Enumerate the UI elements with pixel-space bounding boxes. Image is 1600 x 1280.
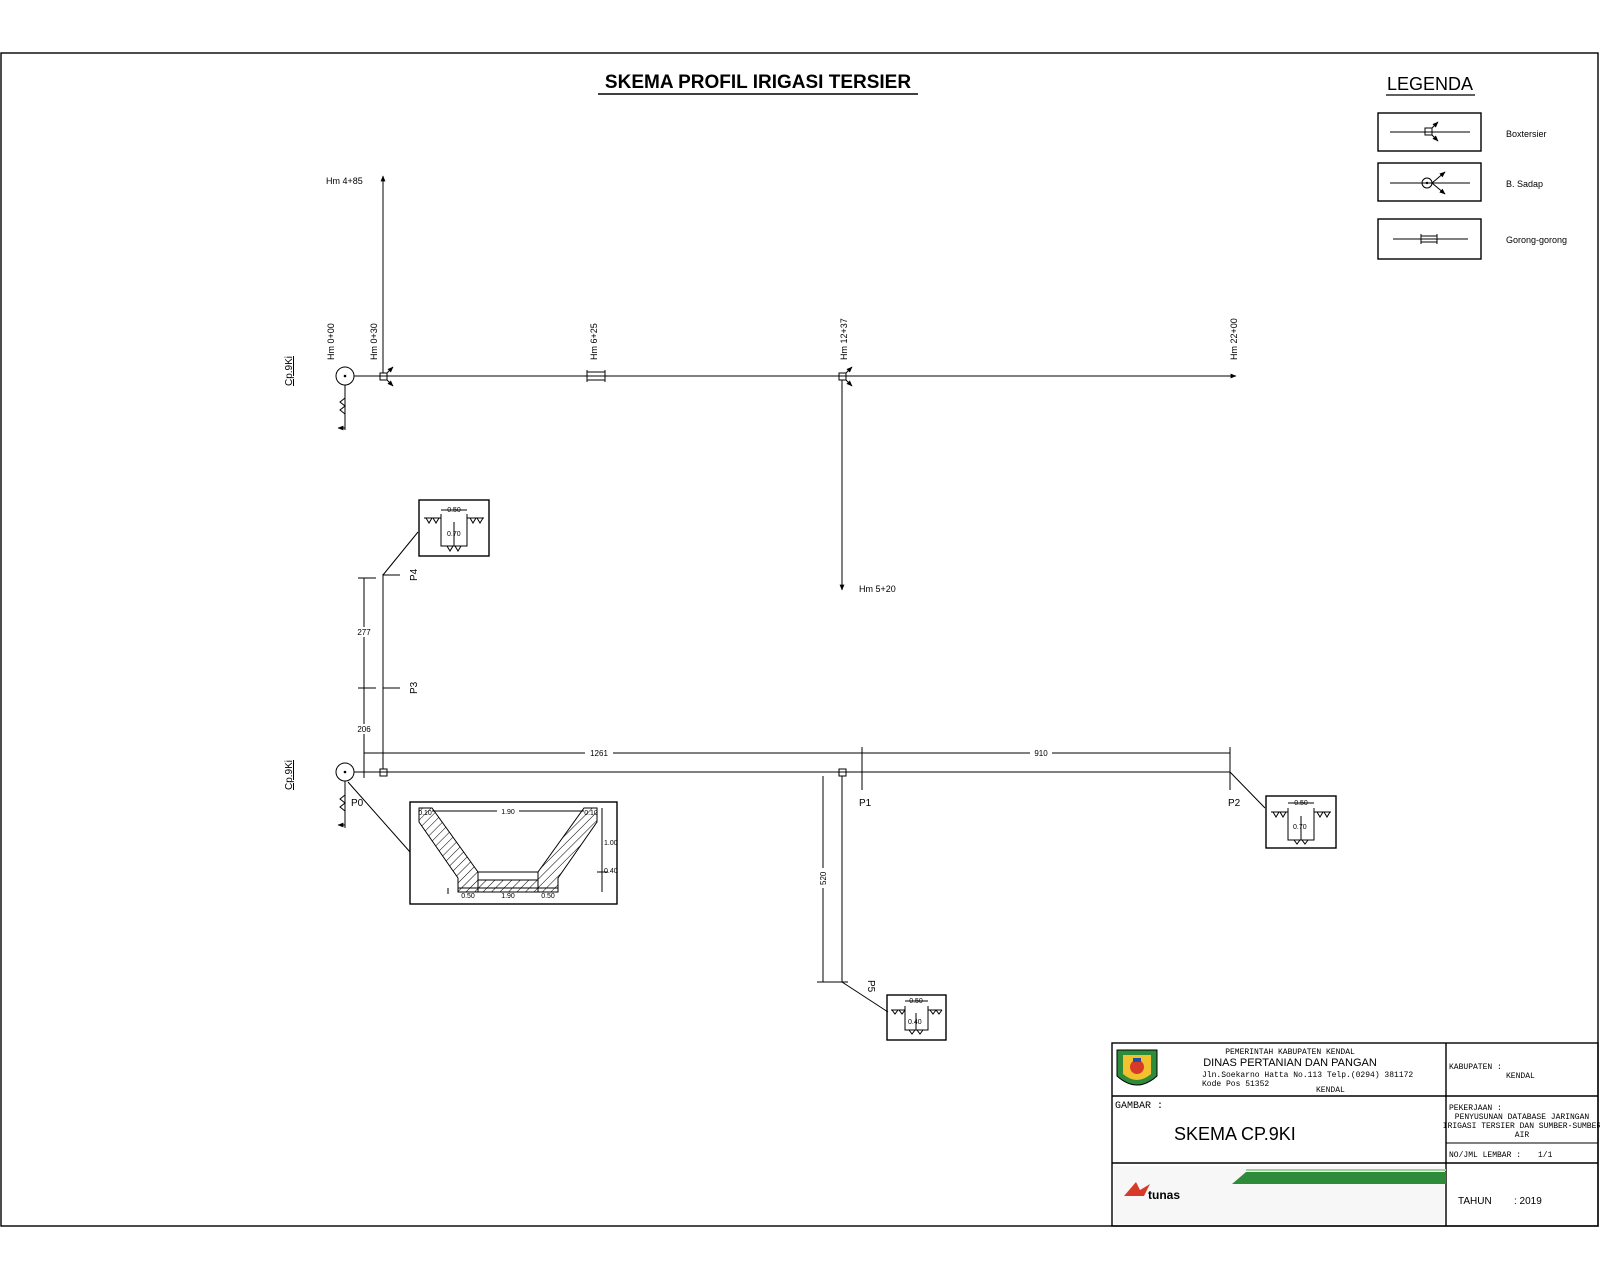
p4-sec-width: 0.50	[447, 507, 461, 514]
dim-206: 206	[357, 725, 371, 734]
org-city: KENDAL	[1316, 1086, 1345, 1095]
lower-scheme: Cp.9Ki P0 1261 910 P1 P2 P3 P4 27	[284, 531, 1266, 1013]
point-p3: P3	[409, 681, 420, 694]
upper-scheme: Cp.9Ki Hm 4+85 Hm 0+00 Hm 0+30 Hm 6+25 H…	[284, 175, 1239, 594]
legend-label-gorong-gorong: Gorong-gorong	[1506, 235, 1567, 245]
title-block: PEMERINTAH KABUPATEN KENDAL DINAS PERTAN…	[1111, 1042, 1600, 1227]
pekerjaan-value2: IRIGASI TERSIER DAN SUMBER-SUMBER	[1443, 1122, 1600, 1131]
kabupaten-label: KABUPATEN :	[1449, 1063, 1502, 1072]
culvert-icon	[1393, 234, 1468, 244]
sheet-border	[0, 52, 1599, 1227]
org-line1: PEMERINTAH KABUPATEN KENDAL	[1225, 1048, 1355, 1057]
tunas-logo: tunas	[1114, 1166, 1446, 1224]
lembar-label: NO/JML LEMBAR :	[1449, 1151, 1521, 1160]
org-address: Jln.Soekarno Hatta No.113 Telp.(0294) 38…	[1202, 1071, 1413, 1080]
sec-bottom-thick: 0.40	[604, 868, 618, 875]
dim-277: 277	[357, 628, 371, 637]
station-hm-6-25: Hm 6+25	[589, 323, 599, 360]
pekerjaan-value1: PENYUSUNAN DATABASE JARINGAN	[1455, 1113, 1590, 1122]
sec-top-width: 1.90	[501, 809, 515, 816]
sec-bottom-left: 0.50	[461, 893, 475, 900]
station-hm-0-00: Hm 0+00	[326, 323, 336, 360]
lembar-value: 1/1	[1538, 1151, 1553, 1160]
legend: LEGENDA Boxtersier B. Sadap Gorong-go	[1377, 74, 1567, 260]
p2-sec-width: 0.50	[1294, 800, 1308, 807]
station-hm-12-37: Hm 12+37	[839, 318, 849, 360]
legend-box-2	[1377, 162, 1482, 202]
station-hm-4-85: Hm 4+85	[326, 176, 363, 186]
upper-source-label: Cp.9Ki	[284, 356, 295, 386]
legend-label-box-tersier: Boxtersier	[1506, 129, 1547, 139]
org-line2: DINAS PERTANIAN DAN PANGAN	[1203, 1057, 1377, 1069]
box-tersier-icon	[1390, 121, 1470, 142]
sec-top-right: 0.10	[584, 810, 598, 817]
p5-sec-width: 0.50	[909, 998, 923, 1005]
point-p1: P1	[859, 798, 872, 809]
section-p2-detail: 0.50 0.70	[1265, 795, 1337, 849]
kendal-crest-icon	[1116, 1049, 1158, 1086]
point-p0: P0	[351, 798, 364, 809]
p4-sec-depth: 0.70	[447, 531, 461, 538]
legend-label-b-sadap: B. Sadap	[1506, 179, 1543, 189]
legend-box-3	[1377, 218, 1482, 260]
point-p5: P5	[865, 980, 876, 993]
org-postal: Kode Pos 51352	[1202, 1080, 1269, 1089]
point-p2: P2	[1228, 798, 1241, 809]
dim-520: 520	[819, 871, 828, 885]
station-hm-22-00: Hm 22+00	[1229, 318, 1239, 360]
tahun-value: : 2019	[1514, 1196, 1542, 1207]
tunas-logo-text: tunas	[1148, 1188, 1180, 1202]
culvert-hm-6-25	[586, 370, 606, 382]
section-main-detail: 0.10 1.90 0.10 1.00 0.40 0.50 1.90 0.50	[409, 801, 618, 905]
gambar-value: SKEMA CP.9KI	[1174, 1124, 1296, 1144]
point-p4: P4	[409, 568, 420, 581]
gambar-label: GAMBAR :	[1115, 1101, 1163, 1112]
sec-bottom-width: 1.90	[501, 893, 515, 900]
sec-height: 1.00	[604, 840, 618, 847]
section-p5-detail: 0.50 0.40	[886, 994, 947, 1041]
station-hm-0-30: Hm 0+30	[369, 323, 379, 360]
dim-910: 910	[1034, 749, 1048, 758]
kabupaten-value: KENDAL	[1506, 1072, 1535, 1081]
legend-box-1	[1377, 112, 1482, 152]
page-title: SKEMA PROFIL IRIGASI TERSIER	[605, 72, 911, 93]
bangunan-sadap-icon	[1390, 171, 1470, 195]
sec-bottom-right: 0.50	[541, 893, 555, 900]
section-p4-detail: 0.50 0.70	[418, 499, 490, 557]
pekerjaan-value3: AIR	[1515, 1131, 1530, 1140]
p2-sec-depth: 0.70	[1293, 824, 1307, 831]
p5-sec-depth: 0.40	[908, 1019, 922, 1026]
lower-source-label: Cp.9Ki	[284, 760, 295, 790]
tahun-label: TAHUN	[1458, 1196, 1492, 1207]
pekerjaan-label: PEKERJAAN :	[1449, 1104, 1502, 1113]
station-hm-5-20: Hm 5+20	[859, 584, 896, 594]
sec-top-left: 0.10	[418, 810, 432, 817]
legend-title: LEGENDA	[1387, 74, 1473, 94]
dim-1261: 1261	[590, 749, 608, 758]
